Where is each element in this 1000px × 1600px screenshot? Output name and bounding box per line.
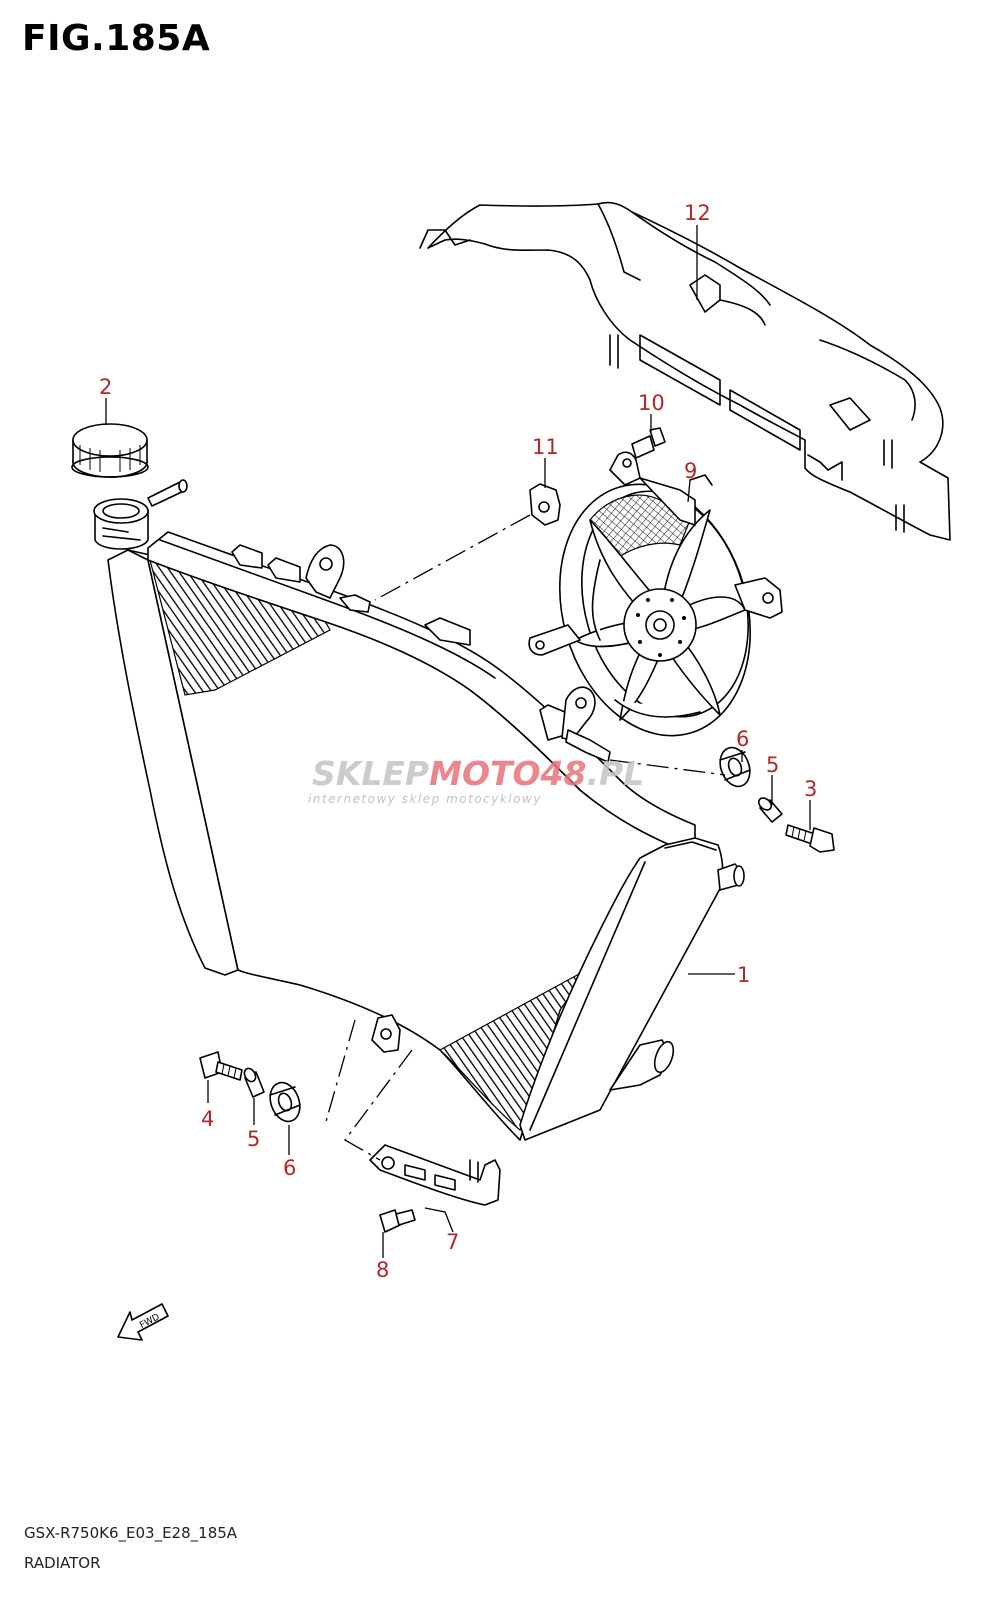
callout-labels: 1 2 3 4 5 5 6 6 7 8 9 10 11 12 <box>99 201 817 1282</box>
bolt-upper <box>785 824 835 853</box>
callout-3: 3 <box>804 777 817 801</box>
leader-lines <box>105 225 811 1258</box>
watermark-brand-part1: SKLEP <box>312 754 429 793</box>
collar-lower <box>243 1067 265 1098</box>
watermark: SKLEPMOTO48.PL internetowy sklep motocyk… <box>308 754 644 806</box>
bolt-lower <box>199 1051 243 1081</box>
callout-2: 2 <box>99 375 112 399</box>
callout-5: 5 <box>766 753 779 777</box>
callout-5b: 5 <box>247 1127 260 1151</box>
callout-11: 11 <box>532 435 559 459</box>
callout-6: 6 <box>736 727 749 751</box>
section-name: RADIATOR <box>24 1554 101 1572</box>
radiator-assembly <box>107 531 745 1141</box>
grommet-lower <box>269 1081 301 1123</box>
callout-8: 8 <box>376 1258 389 1282</box>
filler-neck <box>93 479 188 550</box>
assembly-lines <box>324 514 726 1161</box>
callout-7: 7 <box>446 1230 459 1254</box>
fwd-arrow-icon: FWD <box>117 1303 169 1341</box>
radiator-cap <box>71 423 149 478</box>
model-code: GSX-R750K6_E03_E28_185A <box>24 1524 238 1542</box>
watermark-brand: SKLEPMOTO48.PL <box>312 754 644 793</box>
callout-12: 12 <box>684 201 711 225</box>
figure-title: FIG.185A <box>22 18 211 59</box>
collar-upper <box>757 797 783 823</box>
bracket-bolt <box>379 1209 416 1233</box>
watermark-brand-part2: MOTO <box>429 754 540 793</box>
cooling-fan <box>528 451 783 737</box>
callout-6b: 6 <box>283 1156 296 1180</box>
fan-bolt <box>631 427 666 459</box>
callout-9: 9 <box>684 459 697 483</box>
watermark-brand-part3: 48 <box>540 754 587 793</box>
callout-1: 1 <box>737 963 750 987</box>
watermark-tagline: internetowy sklep motocyklowy <box>308 792 542 806</box>
watermark-brand-part4: .PL <box>587 754 645 793</box>
lower-bracket <box>369 1144 501 1206</box>
callout-4: 4 <box>201 1107 214 1131</box>
radiator-cover-duct <box>419 201 951 541</box>
clip-nut <box>529 483 561 526</box>
callout-10: 10 <box>638 391 665 415</box>
